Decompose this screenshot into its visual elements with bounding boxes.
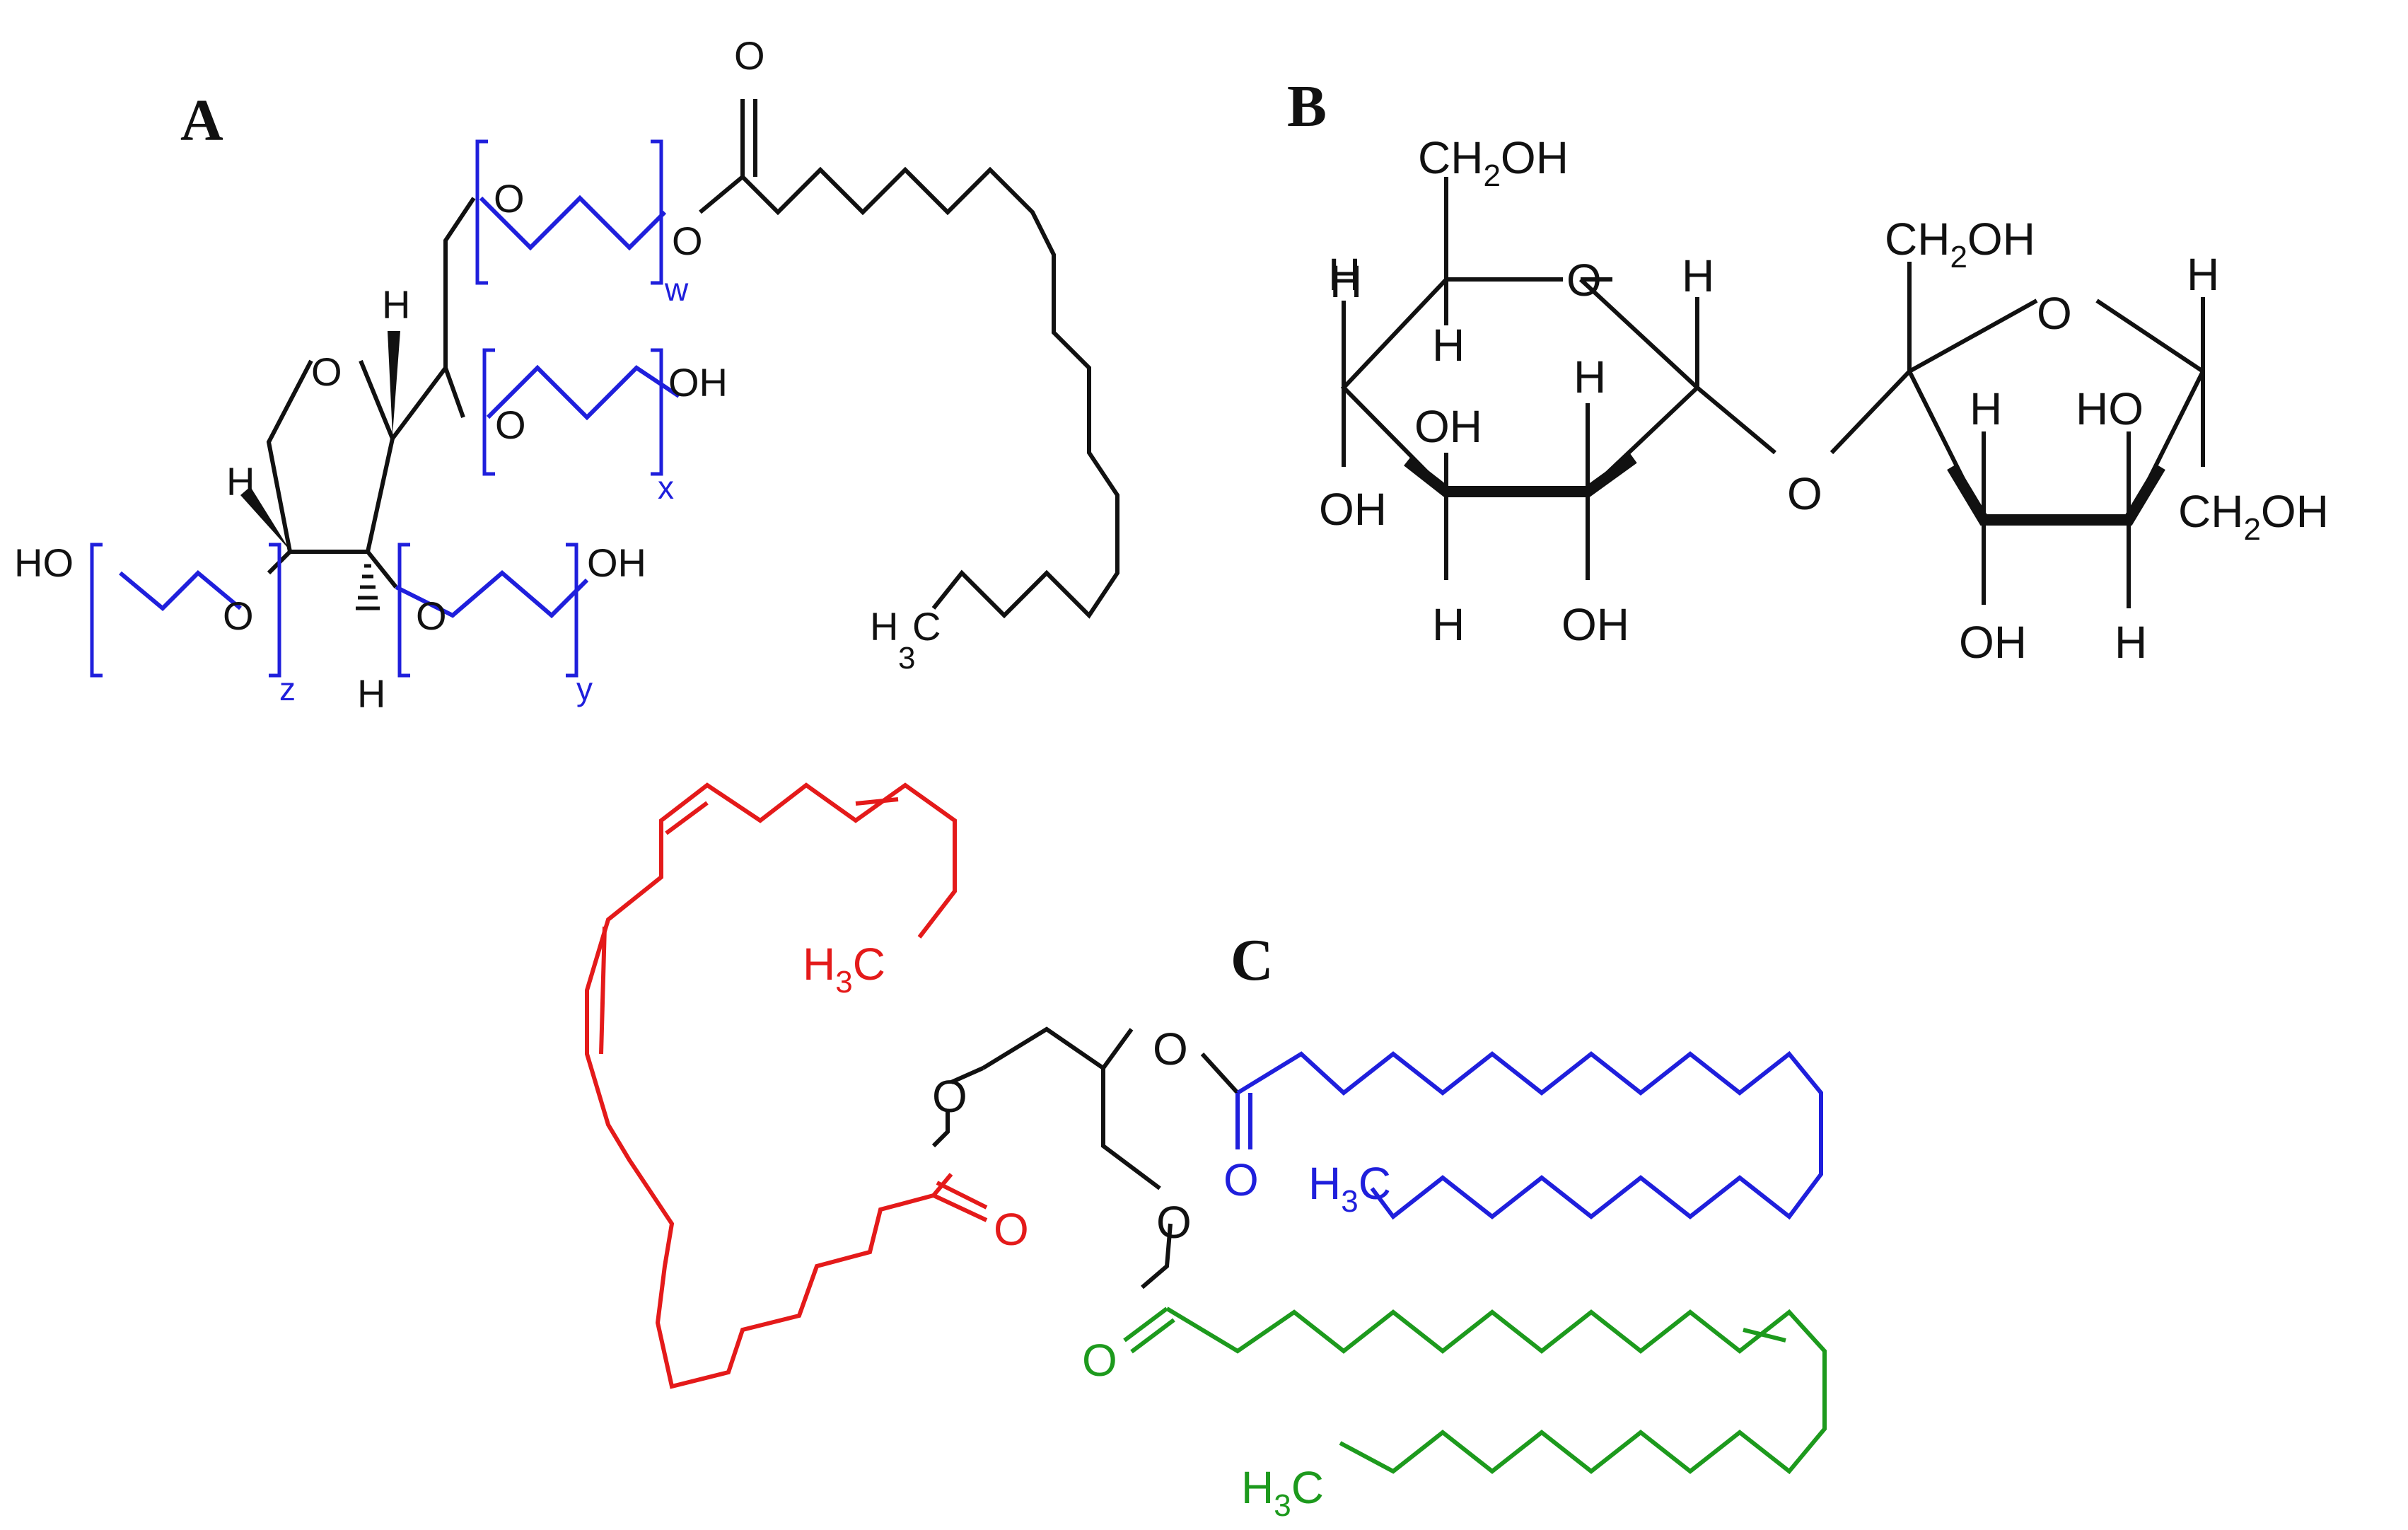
structure-a-brackets — [90, 139, 663, 678]
atom-oh-chain-y: OH — [587, 540, 646, 585]
atom-glu-ch2-c: CH — [1418, 132, 1483, 183]
atom-o-ring-a: O — [311, 349, 342, 394]
structure-c-red-chain — [585, 782, 988, 1389]
atom-o-chain-w: O — [494, 176, 525, 221]
atom-fru-ch2-oh: OH — [1967, 214, 2035, 265]
atom-glu-ch2-oh: OH — [1501, 132, 1569, 183]
atom-methyl-h-a: H — [870, 604, 898, 649]
atom-fru-r-sub: 2 — [2243, 512, 2260, 547]
atom-ester2-o: O — [1153, 1024, 1188, 1074]
panel-label-c: C — [1231, 927, 1274, 993]
atom-bridge-o: O — [1787, 468, 1822, 519]
structure-b-bold-bonds — [1404, 453, 2165, 526]
atom-fru-ch2oh-top: CH2OH — [1885, 214, 2035, 274]
atom-o-carbonyl-a: O — [734, 33, 765, 78]
atom-methyl-sub-a: 3 — [898, 641, 915, 676]
atom-glu-oh-c2: OH — [1561, 599, 1629, 650]
panel-label-b: B — [1287, 74, 1327, 139]
atom-glu-oh-c3-up: OH — [1414, 401, 1482, 452]
atom-fru-ch2-sub: 2 — [1950, 240, 1967, 274]
atom-fru-ring-o: O — [2037, 288, 2072, 339]
atom-h-bottom-a: H — [357, 671, 385, 716]
atom-fru-ch2oh-right: CH2OH — [2178, 486, 2329, 547]
atom-glu-h-c3: H — [1432, 599, 1465, 650]
atom-fru-r-c: CH — [2178, 486, 2243, 537]
atom-green-carbonyl-o: O — [1082, 1335, 1117, 1386]
atom-fru-oh-c3: OH — [1959, 617, 2027, 668]
atom-green-methyl-c: C — [1291, 1462, 1324, 1513]
atom-o-chain-y: O — [416, 593, 447, 638]
atom-glu-ch2-sub: 2 — [1483, 158, 1500, 193]
atom-ester3-o: O — [1156, 1197, 1192, 1248]
atom-o-ester-a: O — [672, 219, 703, 263]
structure-a-peg-units — [119, 195, 680, 619]
atom-o-chain-x: O — [495, 402, 526, 447]
structure-a-atoms: O O O O O OH HO O O OH H H H H 3 C w x z… — [14, 33, 941, 716]
atom-blue-methyl-h: H — [1308, 1158, 1341, 1209]
structure-c-atoms: H3C O O O O H3C O O H3C — [803, 939, 1391, 1523]
structure-b-bonds — [1340, 177, 2205, 608]
structure-a: A — [14, 33, 1119, 716]
atom-blue-carbonyl-o: O — [1223, 1154, 1259, 1205]
atom-red-methyl-c: C — [853, 939, 885, 990]
atom-glu-h-c1: H — [1682, 250, 1714, 301]
structure-c-blue-chain — [1235, 1050, 1823, 1220]
atom-h-top-a: H — [382, 282, 410, 327]
atom-fru-ch2-c: CH — [1885, 214, 1950, 265]
atom-fru-h-c5: H — [2187, 249, 2219, 300]
atom-glu-h-c5: H — [1328, 249, 1361, 300]
atom-blue-methyl-sub: 3 — [1341, 1184, 1358, 1219]
atom-glu-oh-c4: OH — [1319, 484, 1387, 535]
atom-glu-ch2-b: CH2OH — [1418, 132, 1569, 193]
structure-a-skeleton — [266, 99, 1119, 619]
atom-glu-h-c5-lower: H — [1432, 320, 1465, 371]
atom-green-methyl: H3C — [1241, 1462, 1324, 1523]
atom-h-left-a: H — [226, 459, 255, 504]
atom-red-carbonyl-o: O — [994, 1204, 1029, 1255]
atom-blue-methyl-c: C — [1359, 1158, 1391, 1209]
index-w: w — [664, 271, 689, 308]
atom-red-methyl: H3C — [803, 939, 885, 999]
index-x: x — [658, 469, 674, 506]
structure-c-green-chain — [1123, 1306, 1827, 1475]
panel-label-a: A — [180, 88, 223, 153]
atom-green-methyl-h: H — [1241, 1462, 1274, 1513]
atom-glu-h-c4: H — [1330, 256, 1362, 307]
atom-red-methyl-sub: 3 — [835, 965, 852, 999]
atom-ester1-o: O — [932, 1071, 967, 1122]
structure-c-glycerol — [931, 1026, 1240, 1290]
atom-blue-methyl: H3C — [1308, 1158, 1391, 1219]
atom-fru-h-c3-up: H — [1970, 383, 2002, 434]
atom-fru-r-oh: OH — [2261, 486, 2329, 537]
structure-b: B — [1287, 74, 2329, 668]
atom-ho-chain-z: HO — [14, 540, 74, 585]
structure-c: C — [585, 782, 1827, 1523]
atom-red-methyl-h: H — [803, 939, 835, 990]
atom-glu-ring-o: O — [1566, 255, 1602, 306]
structure-a-stereo-bonds — [240, 331, 400, 610]
atom-oh-chain-x: OH — [668, 360, 728, 405]
atom-o-chain-z: O — [223, 593, 254, 638]
atom-fru-h-c4: H — [2115, 617, 2147, 668]
index-z: z — [279, 671, 296, 707]
structure-b-atoms: CH2OH O H H H OH H OH H OH H O CH2OH O H… — [1319, 132, 2329, 668]
atom-glu-h-c2-up: H — [1574, 352, 1606, 402]
atom-fru-ho-c4: HO — [2076, 383, 2144, 434]
atom-green-methyl-sub: 3 — [1274, 1488, 1291, 1523]
index-y: y — [576, 671, 593, 707]
atom-methyl-c-a: C — [912, 604, 941, 649]
